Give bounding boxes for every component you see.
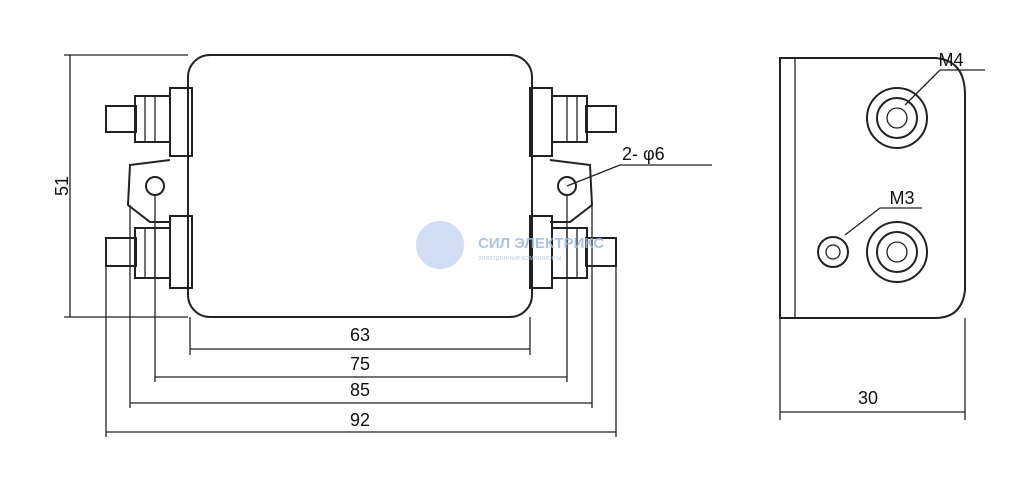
watermark-subtitle: электронные компоненты (478, 255, 562, 262)
dim-85: 85 (350, 380, 370, 400)
watermark: СИЛ ЭЛЕКТРИКС электронные компоненты (416, 221, 604, 269)
watermark-logo-icon (416, 221, 464, 269)
front-view (105, 54, 617, 318)
watermark-title: СИЛ ЭЛЕКТРИКС (478, 235, 604, 252)
dim-depth: 30 (858, 388, 878, 408)
side-view (779, 57, 985, 420)
mount-hole-left (145, 176, 165, 196)
dim-63: 63 (350, 325, 370, 345)
dim-75: 75 (350, 354, 370, 374)
label-m4: M4 (938, 50, 963, 70)
dimension-lines (64, 54, 712, 437)
dim-92: 92 (350, 410, 370, 430)
dim-holes: 2- φ6 (622, 144, 665, 164)
label-m3: M3 (889, 188, 914, 208)
dim-height: 51 (52, 176, 72, 196)
